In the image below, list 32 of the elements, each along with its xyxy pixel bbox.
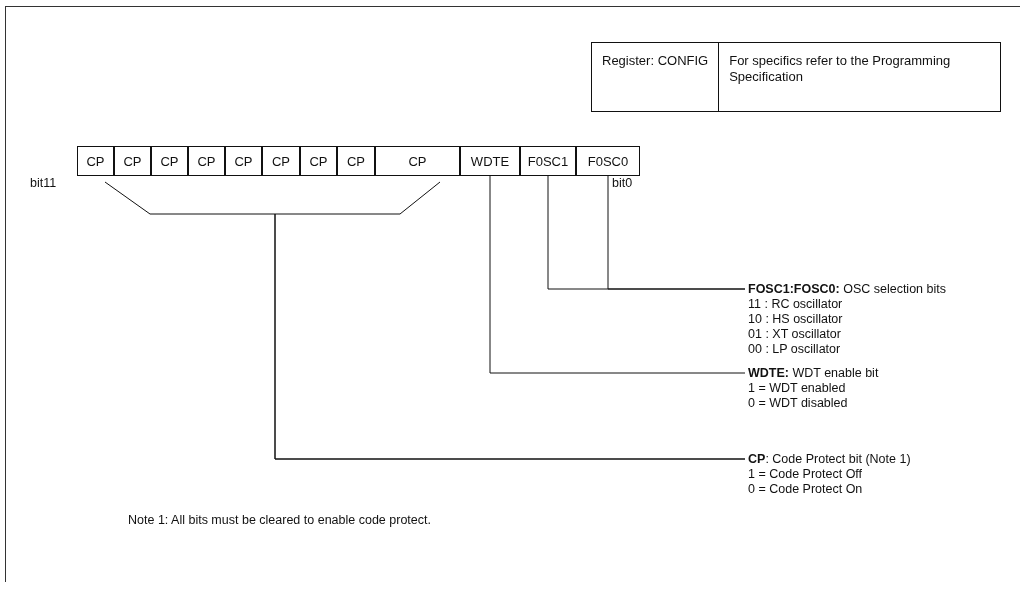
- bit-description-heading: CP: Code Protect bit (Note 1): [748, 452, 912, 467]
- bit-field-cell: F0SC0: [576, 146, 640, 176]
- bit-value-description: 10 : HS oscillator: [748, 312, 844, 327]
- bit-field-cell: CP: [375, 146, 460, 176]
- bit-field-cell: WDTE: [460, 146, 520, 176]
- bit-field-cell: CP: [77, 146, 114, 176]
- leader-line: [274, 181, 746, 460]
- register-table: [591, 42, 1001, 112]
- bit-value-description: 0 = Code Protect On: [748, 482, 864, 497]
- bit-number: bit0: [612, 176, 633, 190]
- bit-value-description: 1 = Code Protect Off: [748, 467, 864, 482]
- bit-field-cell: CP: [262, 146, 300, 176]
- bit-field-cell: CP: [114, 146, 151, 176]
- bit-value-description: 0 = WDT disabled: [748, 396, 849, 411]
- bit-value-description: 1 = WDT enabled: [748, 381, 847, 396]
- bit-field-cell: CP: [225, 146, 262, 176]
- reference-note: For specifics refer to the Programming Specification: [728, 52, 952, 86]
- bit-field-cell: CP: [300, 146, 337, 176]
- bit-description-heading: WDTE: WDT enable bit: [748, 366, 880, 381]
- register-name: Register: CONFIG: [592, 43, 720, 111]
- footnote: Note 1: All bits must be cleared to enable code protect.: [128, 513, 431, 527]
- bit-number: bit11: [30, 176, 57, 190]
- bit-value-description: 11 : RC oscillator: [748, 297, 844, 312]
- bit-field-cell: F0SC1: [520, 146, 576, 176]
- bit-field-cell: CP: [188, 146, 225, 176]
- bit-field-cell: CP: [151, 146, 188, 176]
- bit-description-heading: FOSC1:FOSC0: OSC selection bits: [748, 282, 947, 297]
- leader-line: [607, 175, 746, 290]
- bit-value-description: 01 : XT oscillator: [748, 327, 842, 342]
- leader-line: [489, 175, 746, 374]
- bit-value-description: 00 : LP oscillator: [748, 342, 842, 357]
- bit-field-cell: CP: [337, 146, 375, 176]
